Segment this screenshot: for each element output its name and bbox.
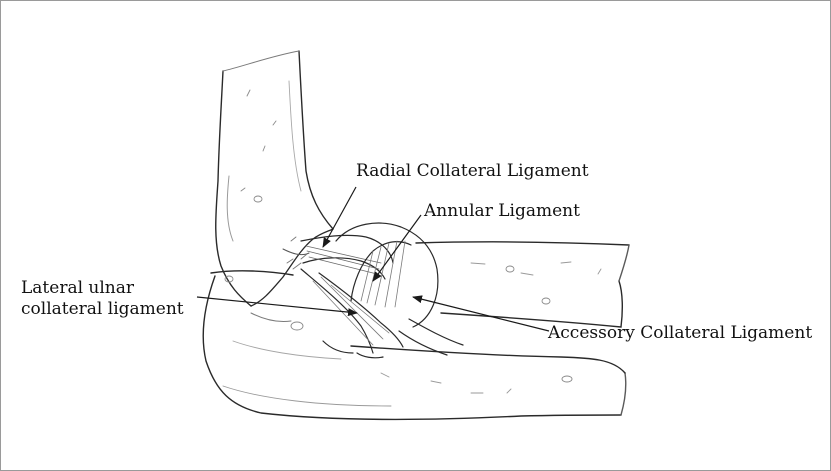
arrow-annular: [373, 215, 421, 281]
radius: [416, 242, 629, 327]
label-lateral-ulnar-collateral-ligament: Lateral ulnar collateral ligament: [21, 278, 184, 320]
label-lateral-ulnar-line1: Lateral ulnar: [21, 278, 134, 298]
arrow-lateral-ulnar: [197, 297, 357, 313]
epicondyle-region: [251, 229, 333, 306]
label-accessory-collateral-ligament: Accessory Collateral Ligament: [548, 323, 812, 344]
label-annular-ligament: Annular Ligament: [424, 201, 580, 222]
humerus: [216, 51, 333, 306]
ulna: [203, 271, 626, 420]
label-radial-collateral-ligament: Radial Collateral Ligament: [356, 161, 589, 182]
arrow-accessory-collateral: [413, 297, 549, 331]
label-lateral-ulnar-line2: collateral ligament: [21, 299, 184, 320]
